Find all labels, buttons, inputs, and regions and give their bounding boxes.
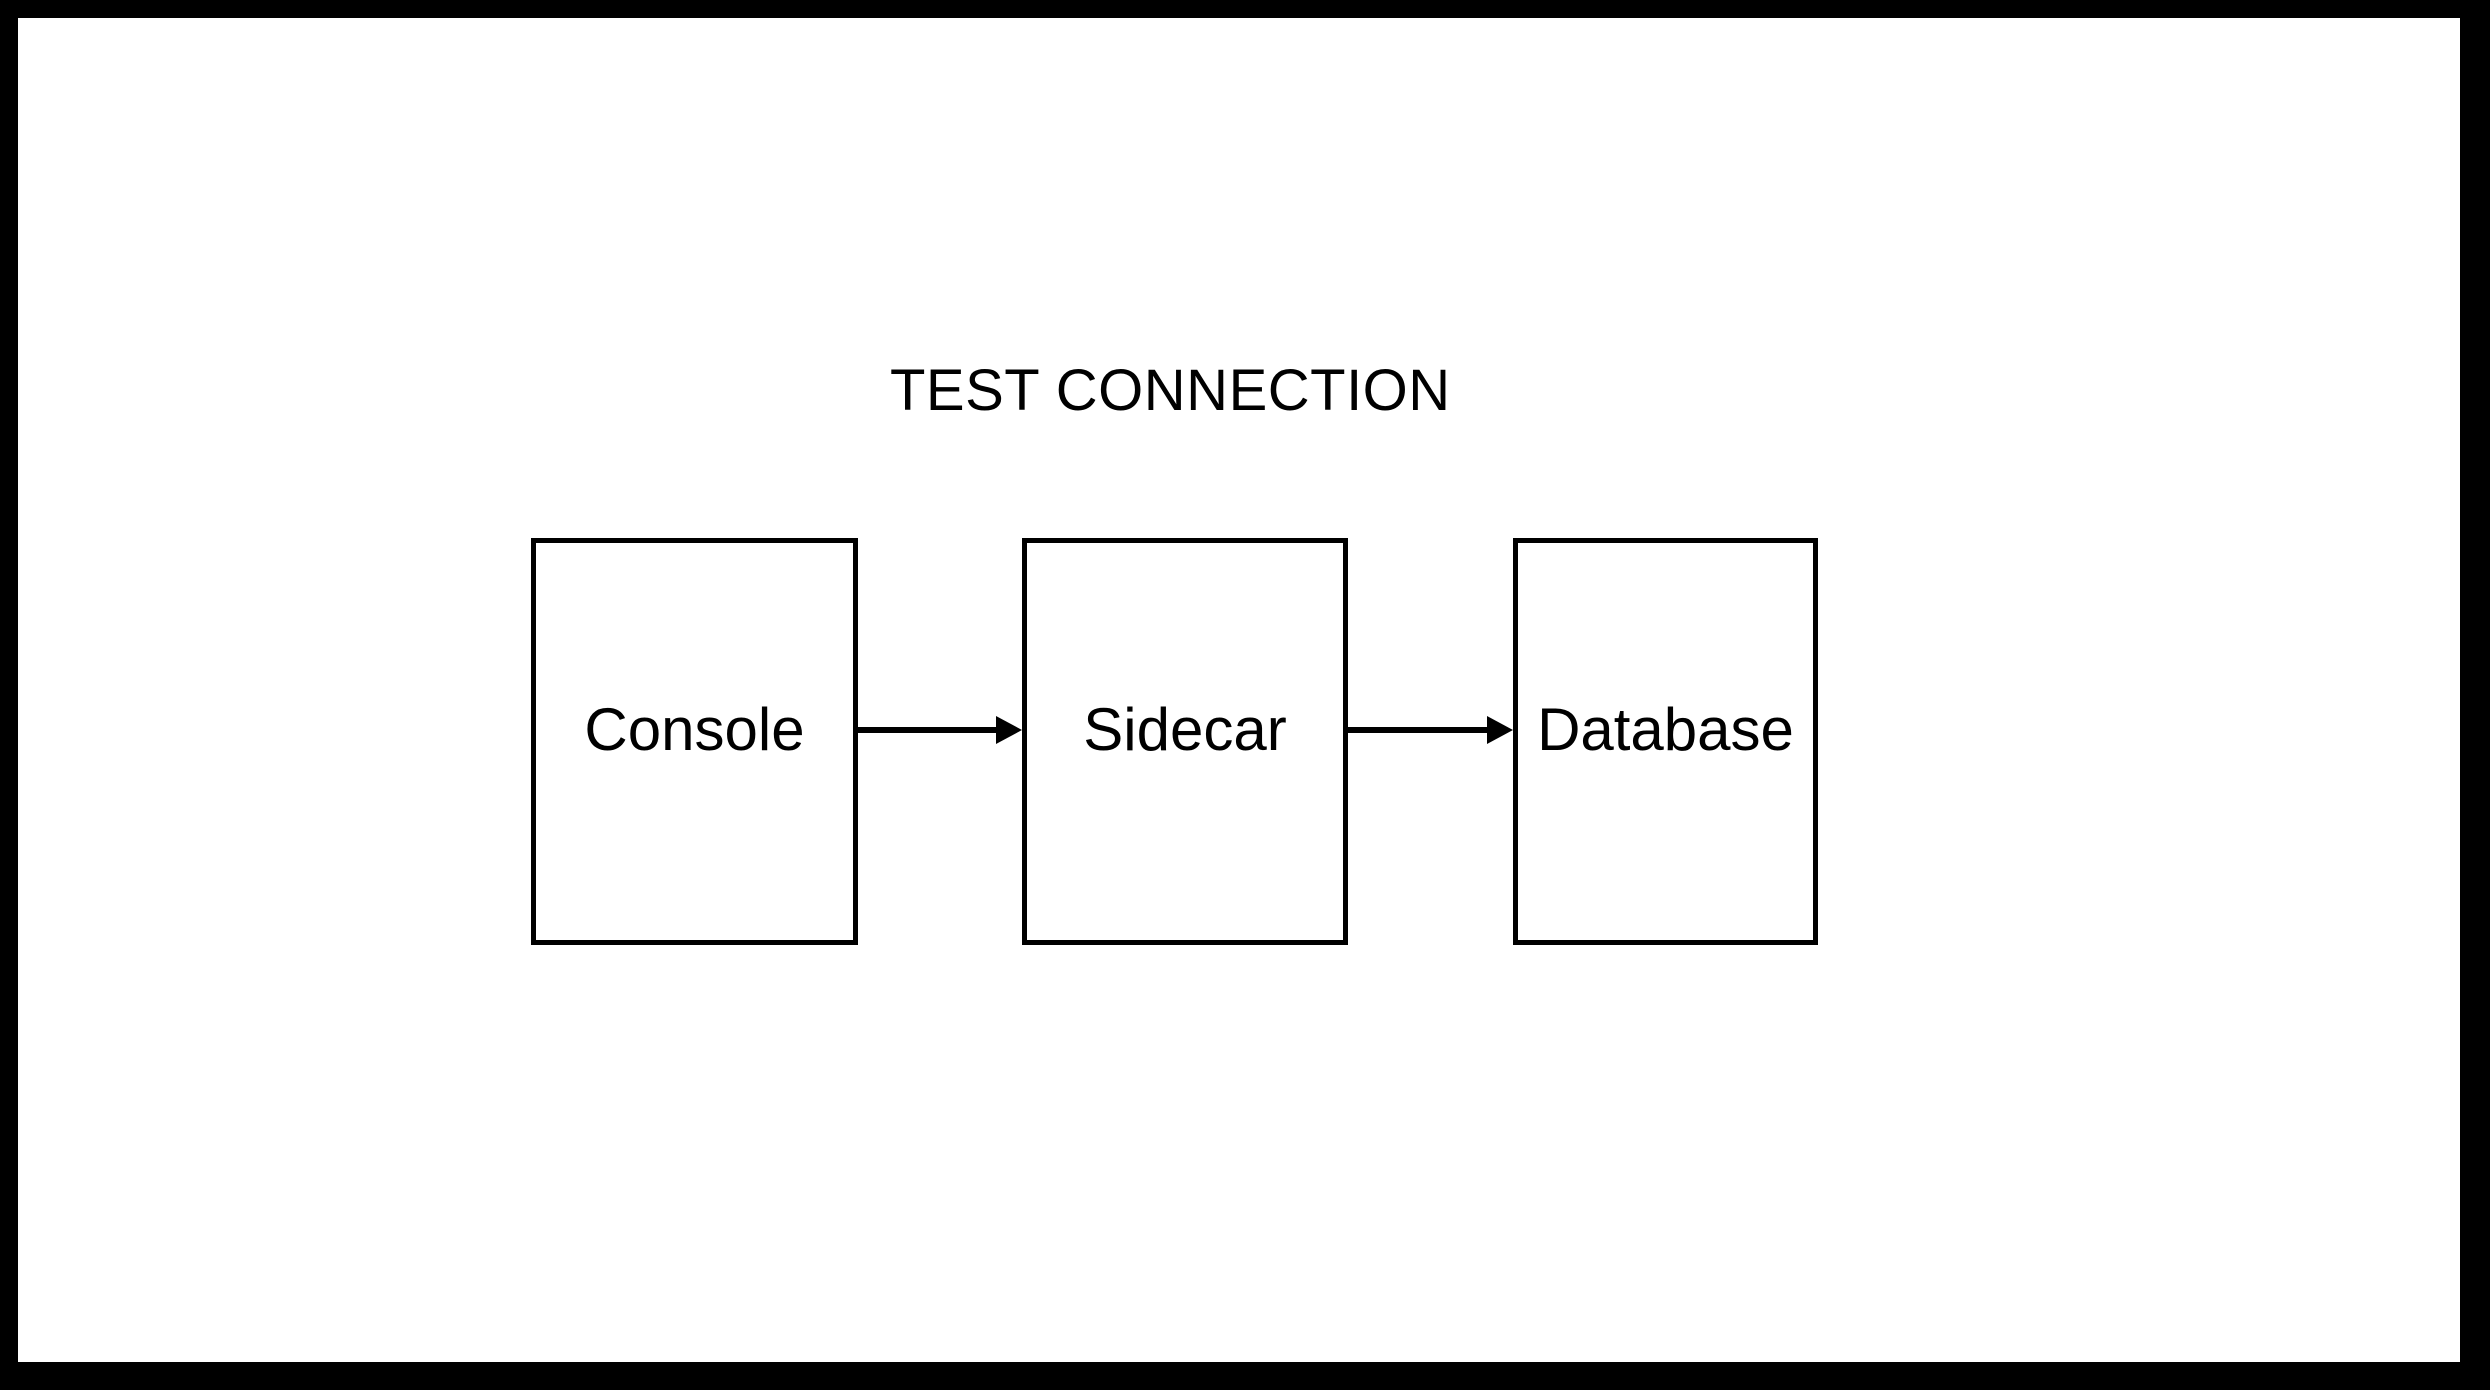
node-sidecar: Sidecar (1022, 538, 1348, 945)
node-database: Database (1513, 538, 1818, 945)
arrow-head-right-icon (996, 716, 1022, 744)
arrow-head-right-icon (1487, 716, 1513, 744)
node-console-label: Console (584, 695, 805, 763)
node-sidecar-label: Sidecar (1083, 695, 1287, 763)
arrow-line (1348, 727, 1497, 733)
arrow-line (858, 727, 1006, 733)
diagram-canvas: TEST CONNECTION Console Sidecar Database (18, 18, 2460, 1362)
node-database-label: Database (1537, 695, 1794, 763)
node-console: Console (531, 538, 858, 945)
arrow-sidecar-to-database (1348, 716, 1513, 744)
diagram-title: TEST CONNECTION (890, 358, 1451, 423)
arrow-console-to-sidecar (858, 716, 1022, 744)
